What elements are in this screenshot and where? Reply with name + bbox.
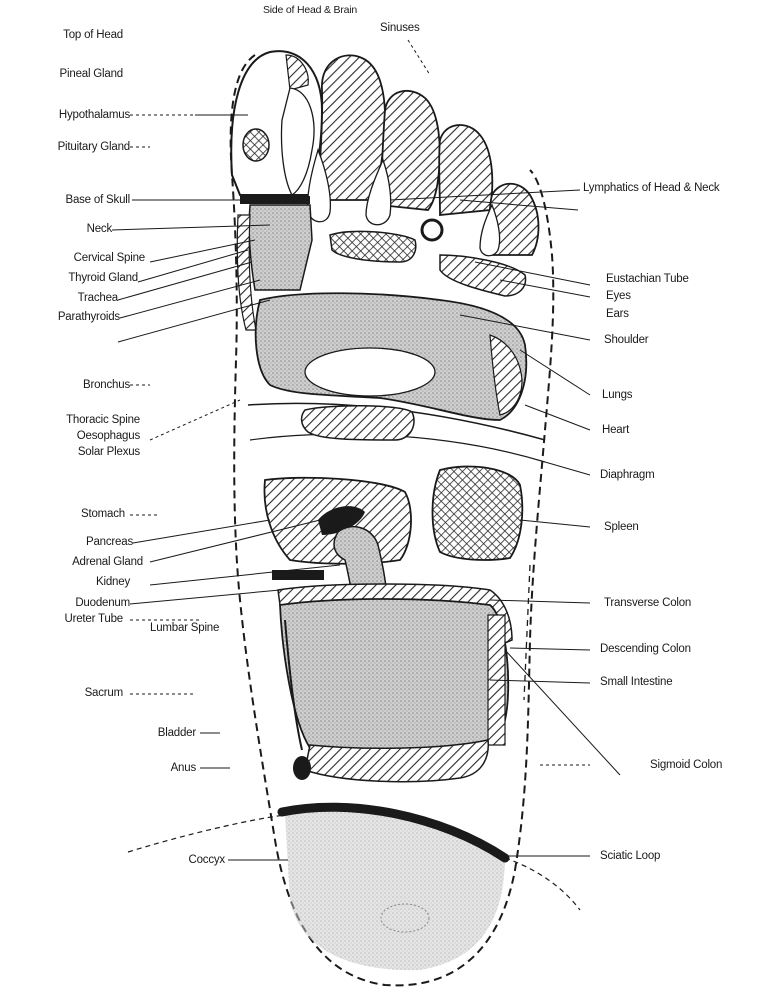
label-transverse-colon: Transverse Colon [604, 597, 691, 610]
label-bladder: Bladder [158, 727, 196, 740]
label-parathyroids: Parathyroids [58, 311, 120, 324]
label-cervical-spine: Cervical Spine [74, 252, 145, 265]
spleen-zone [433, 466, 523, 560]
label-hypothalamus: Hypothalamus [59, 109, 130, 122]
anus-zone [293, 756, 311, 780]
small-intestine-zone [280, 599, 508, 752]
label-sigmoid-colon: Sigmoid Colon [650, 759, 722, 772]
label-stomach: Stomach [81, 508, 125, 521]
label-thoracic-spine: Thoracic Spine [66, 414, 140, 427]
label-shoulder: Shoulder [604, 334, 648, 347]
label-kidney: Kidney [96, 576, 130, 589]
pituitary-zone [243, 129, 269, 161]
label-pituitary-gland: Pituitary Gland [58, 141, 130, 154]
label-solar-plexus: Solar Plexus [78, 446, 140, 459]
label-eustachian-tube: Eustachian Tube [606, 273, 689, 286]
label-ureter-tube: Ureter Tube [64, 613, 123, 626]
label-lumbar-spine: Lumbar Spine [150, 622, 219, 635]
label-top-of-head: Top of Head [63, 29, 123, 42]
label-sciatic-loop: Sciatic Loop [600, 850, 660, 863]
label-small-intestine: Small Intestine [600, 676, 672, 689]
label-eyes: Eyes [606, 290, 631, 303]
label-side-of-head-brain: Side of Head & Brain [250, 4, 370, 16]
label-sacrum: Sacrum [85, 687, 123, 700]
oesophagus-zone [302, 406, 414, 440]
label-base-of-skull: Base of Skull [65, 194, 130, 207]
label-oesophagus: Oesophagus [77, 430, 140, 443]
label-sinuses: Sinuses [380, 22, 420, 35]
label-thyroid-gland: Thyroid Gland [68, 272, 138, 285]
label-coccyx: Coccyx [188, 854, 225, 867]
label-ears: Ears [606, 308, 629, 321]
label-trachea: Trachea [78, 292, 118, 305]
label-anus: Anus [171, 762, 196, 775]
label-pineal-gland: Pineal Gland [60, 68, 123, 81]
heel-zone [285, 809, 505, 970]
label-descending-colon: Descending Colon [600, 643, 691, 656]
label-lymphatics-head-neck: Lymphatics of Head & Neck [583, 182, 743, 195]
label-spleen: Spleen [604, 521, 639, 534]
label-bronchus: Bronchus [83, 379, 130, 392]
label-diaphragm: Diaphragm [600, 469, 654, 482]
heart-area [305, 348, 435, 396]
toe-4 [439, 125, 492, 215]
label-pancreas: Pancreas [86, 536, 133, 549]
neck-zone [249, 205, 312, 290]
label-duodenum: Duodenum [75, 597, 130, 610]
label-heart: Heart [602, 424, 629, 437]
ears-zone [440, 255, 526, 296]
label-lungs: Lungs [602, 389, 632, 402]
eyes-zone [330, 231, 416, 262]
label-adrenal-gland: Adrenal Gland [72, 556, 143, 569]
label-neck: Neck [87, 223, 112, 236]
